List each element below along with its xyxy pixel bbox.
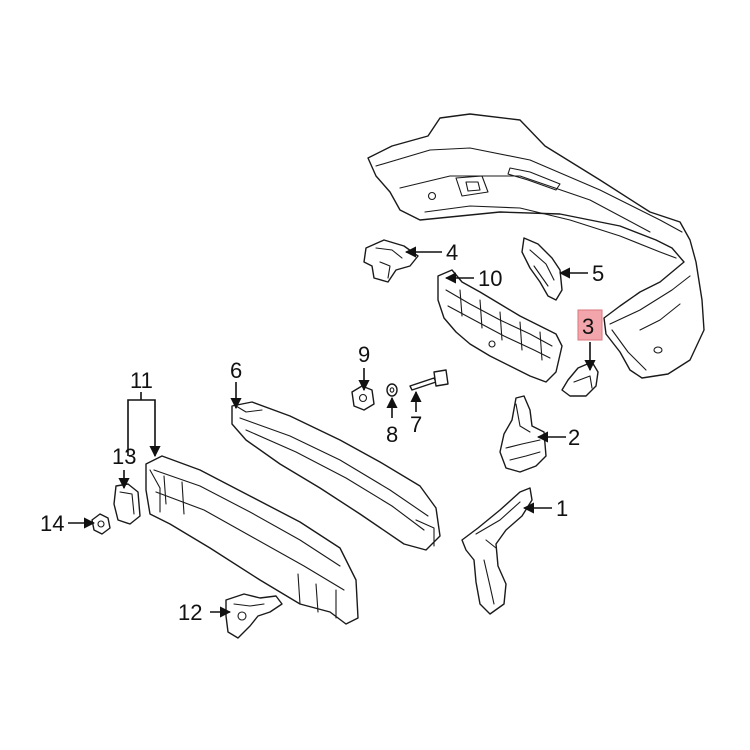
part-12-bracket [225, 593, 283, 639]
callout-2: 2 [568, 425, 580, 450]
part-1-bracket [461, 487, 533, 615]
part-2-bracket [499, 395, 547, 473]
callout-3-highlight [577, 309, 603, 341]
callout-14: 14 [40, 511, 64, 536]
callout-8: 8 [386, 422, 398, 447]
part-8-washer [386, 383, 398, 397]
callout-4: 4 [446, 240, 458, 265]
part-11-reinforcement [145, 455, 359, 625]
leader-lines [68, 246, 596, 618]
callout-labels: 1 2 3 4 5 6 7 8 9 10 11 12 13 14 [40, 240, 604, 625]
callout-7: 7 [410, 412, 422, 437]
callout-5: 5 [592, 261, 604, 286]
part-13-cover [113, 483, 141, 525]
bumper-cover [367, 113, 705, 379]
callout-11: 11 [130, 368, 153, 393]
callout-1: 1 [556, 496, 568, 521]
part-5-bracket [521, 237, 563, 301]
part-3-bracket [561, 361, 599, 397]
callout-12: 12 [178, 600, 202, 625]
part-4-bracket [363, 239, 419, 283]
callout-3: 3 [582, 314, 594, 339]
callout-13: 13 [112, 444, 136, 469]
part-7-bolt [409, 369, 449, 391]
part-14-nut [91, 513, 111, 535]
callout-6: 6 [230, 358, 242, 383]
part-9-nut [351, 385, 375, 411]
part-10-bracket [437, 269, 563, 383]
callout-10: 10 [478, 266, 502, 291]
callout-9: 9 [358, 342, 370, 367]
